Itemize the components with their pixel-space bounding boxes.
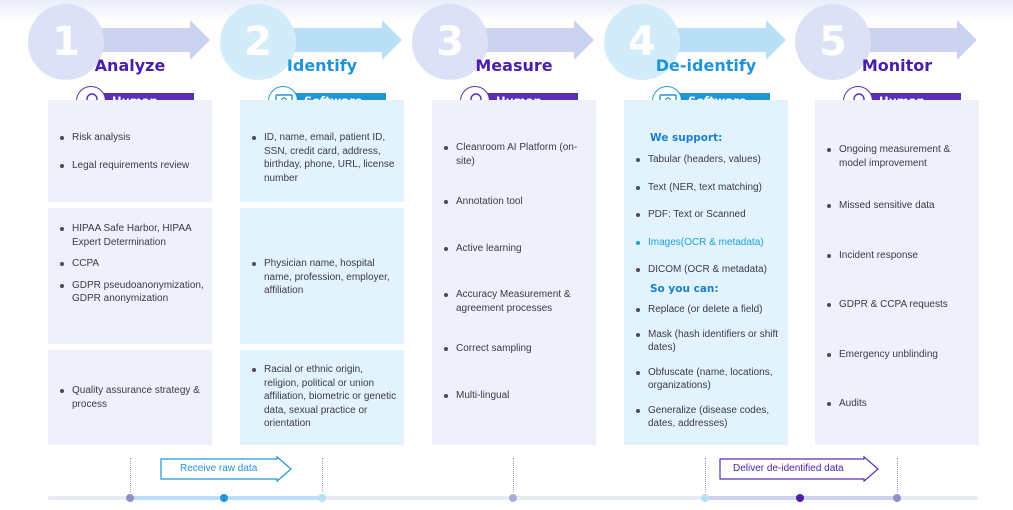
list-item: ID, name, email, patient ID, SSN, credit…	[250, 131, 400, 185]
step-arrow-icon	[674, 20, 786, 60]
panel: Cleanroom AI Platform (on-site) Annotati…	[432, 100, 596, 445]
panel: Ongoing measurement & model improvement …	[815, 100, 979, 445]
step-measure: 3 Measure Human Cleanroom AI Platform (o…	[412, 0, 596, 445]
list-item: Missed sensitive data	[825, 199, 975, 213]
can-heading: So you can:	[650, 283, 719, 295]
divider	[705, 458, 706, 492]
step-title: Monitor	[861, 56, 933, 75]
panel: ID, name, email, patient ID, SSN, credit…	[240, 100, 404, 202]
list-item: Active learning	[442, 242, 592, 256]
step-monitor: 5 Monitor Human Ongoing measurement & mo…	[795, 0, 979, 445]
list-item: Annotation tool	[442, 195, 592, 209]
list-item: Tabular (headers, values)	[634, 153, 784, 167]
list-item: CCPA	[58, 257, 208, 271]
list-item: Images(OCR & metadata)	[634, 236, 784, 250]
list-item: Text (NER, text matching)	[634, 181, 784, 195]
timeline-dot	[509, 494, 517, 502]
arrow-outline-icon	[719, 456, 879, 482]
step-arrow-icon	[98, 20, 210, 60]
receive-label: Receive raw data	[180, 463, 258, 474]
panel: We support: Tabular (headers, values) Te…	[624, 100, 788, 445]
list-item: Racial or ethnic origin, religion, polit…	[250, 363, 400, 431]
step-de-identify: 4 De-identify Software We support: Tabul…	[604, 0, 788, 445]
list-item: Accuracy Measurement & agreement process…	[442, 288, 592, 315]
divider	[513, 458, 514, 492]
panel: Risk analysis Legal requirements review	[48, 100, 212, 202]
support-heading: We support:	[650, 132, 723, 144]
divider	[897, 458, 898, 492]
list-item: PDF: Text or Scanned	[634, 208, 784, 222]
list-item: Incident response	[825, 249, 975, 263]
step-title: Identify	[286, 56, 358, 75]
list-item: GDPR pseudoanonymization, GDPR anonymiza…	[58, 279, 208, 306]
step-number: 2	[220, 4, 296, 80]
list-item: Audits	[825, 397, 975, 411]
list-item: Generalize (disease codes, dates, addres…	[634, 404, 784, 431]
list-item: Ongoing measurement & model improvement	[825, 143, 975, 170]
list-item: Replace (or delete a field)	[634, 303, 784, 317]
step-number: 5	[795, 4, 871, 80]
receive-raw-data-arrow: Receive raw data	[160, 456, 292, 482]
list-item: Cleanroom AI Platform (on-site)	[442, 141, 592, 168]
list-item: GDPR & CCPA requests	[825, 298, 975, 312]
deliver-data-arrow: Deliver de-identified data	[719, 456, 879, 482]
step-title: Measure	[475, 56, 553, 75]
panel: Quality assurance strategy & process	[48, 350, 212, 445]
panel: HIPAA Safe Harbor, HIPAA Expert Determin…	[48, 208, 212, 344]
step-title: Analyze	[94, 56, 166, 75]
list-item: Emergency unblinding	[825, 348, 975, 362]
list-item: Correct sampling	[442, 342, 592, 356]
list-item: Obfuscate (name, locations, organization…	[634, 366, 784, 393]
step-number: 1	[28, 4, 104, 80]
step-arrow-icon	[865, 20, 977, 60]
list-item: HIPAA Safe Harbor, HIPAA Expert Determin…	[58, 222, 208, 249]
timeline-dot	[796, 494, 804, 502]
list-item: Multi-lingual	[442, 389, 592, 403]
step-number: 4	[604, 4, 680, 80]
panel: Physician name, hospital name, professio…	[240, 208, 404, 344]
arrow-outline-icon	[160, 456, 292, 482]
timeline-dot	[220, 494, 228, 502]
list-item: Legal requirements review	[58, 159, 208, 173]
timeline-dot	[701, 494, 709, 502]
list-item: Risk analysis	[58, 131, 208, 145]
divider	[322, 458, 323, 492]
divider	[130, 458, 131, 492]
list-item: Quality assurance strategy & process	[58, 384, 208, 411]
timeline-dot	[318, 494, 326, 502]
timeline-dot	[126, 494, 134, 502]
step-number: 3	[412, 4, 488, 80]
timeline-dot	[893, 494, 901, 502]
step-arrow-icon	[482, 20, 594, 60]
list-item: Physician name, hospital name, professio…	[250, 257, 400, 298]
step-arrow-icon	[290, 20, 402, 60]
list-item: DICOM (OCR & metadata)	[634, 263, 784, 277]
deliver-label: Deliver de-identified data	[733, 463, 844, 474]
step-title: De-identify	[655, 56, 757, 75]
panel: Racial or ethnic origin, religion, polit…	[240, 350, 404, 445]
step-identify: 2 Identify Software ID, name, email, pat…	[220, 0, 404, 445]
step-analyze: 1 Analyze Human Risk analysis Legal requ…	[28, 0, 212, 445]
list-item: Mask (hash identifiers or shift dates)	[634, 328, 784, 355]
